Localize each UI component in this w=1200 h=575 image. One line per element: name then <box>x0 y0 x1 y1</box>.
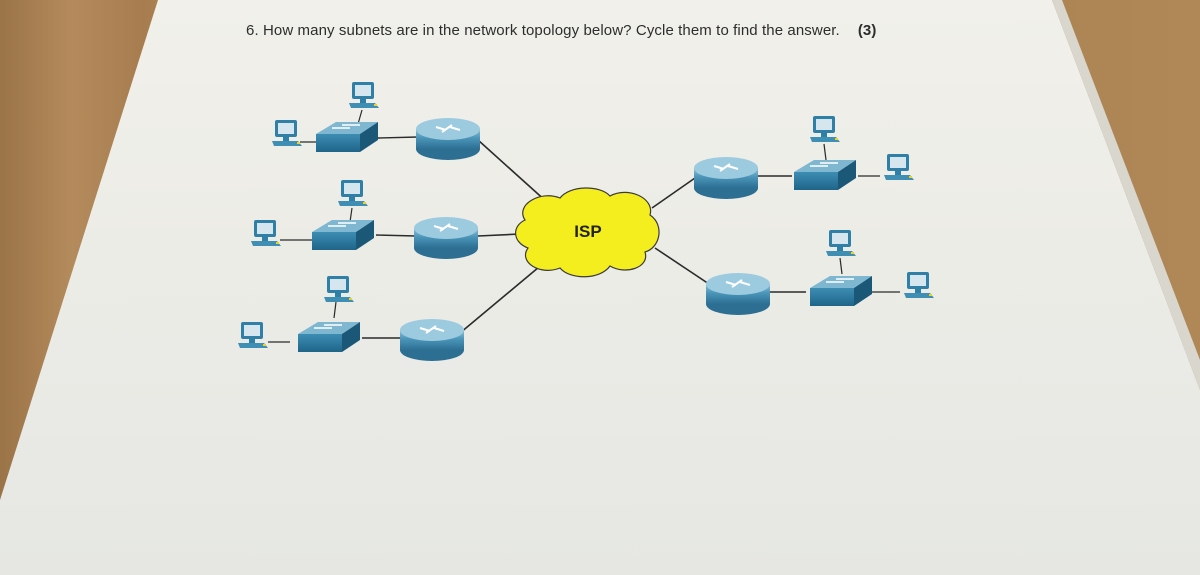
link-isp-router5 <box>654 247 716 289</box>
router-icon <box>705 272 771 316</box>
link-pct3-sw3 <box>333 301 337 319</box>
links <box>268 109 900 343</box>
router-icon <box>693 156 759 200</box>
left-group-1 <box>272 82 481 161</box>
link-pct4-sw4 <box>823 143 827 161</box>
link-router2-isp <box>477 233 521 237</box>
question-marks: (3) <box>857 22 877 39</box>
computer-icon <box>884 154 914 180</box>
isp-cloud <box>515 187 660 278</box>
computer-icon <box>810 116 840 142</box>
computer-icon <box>349 82 379 108</box>
question-text: 6. How many subnets are in the network t… <box>246 22 876 39</box>
router-icon <box>415 117 481 161</box>
link-pct2-sw2 <box>349 207 353 223</box>
computer-icon <box>904 272 934 298</box>
left-group-3 <box>238 276 465 362</box>
switch-icon <box>311 219 375 251</box>
link-pct5-sw5 <box>839 257 843 275</box>
left-group-2 <box>251 180 479 260</box>
right-group-1 <box>693 116 914 200</box>
computer-icon <box>826 230 856 256</box>
question-body: 6. How many subnets are in the network t… <box>246 22 840 39</box>
right-group-2 <box>705 230 934 316</box>
router-icon <box>413 216 479 260</box>
link-router3-isp <box>459 261 546 334</box>
link-router1-isp <box>477 139 549 204</box>
computer-icon <box>324 276 354 302</box>
link-pct1-sw1 <box>357 109 363 125</box>
computer-icon <box>251 220 281 246</box>
router-icon <box>399 318 465 362</box>
link-sw2-router2 <box>375 234 417 237</box>
computer-icon <box>238 322 268 348</box>
computer-icon <box>272 120 302 146</box>
link-isp-router4 <box>651 177 696 209</box>
switch-icon <box>809 275 873 307</box>
computer-icon <box>338 180 368 206</box>
link-sw1-router1 <box>377 136 419 139</box>
switch-icon <box>315 121 379 153</box>
switch-icon <box>297 321 361 353</box>
switch-icon <box>793 159 857 191</box>
isp-label: ISP <box>574 222 602 241</box>
